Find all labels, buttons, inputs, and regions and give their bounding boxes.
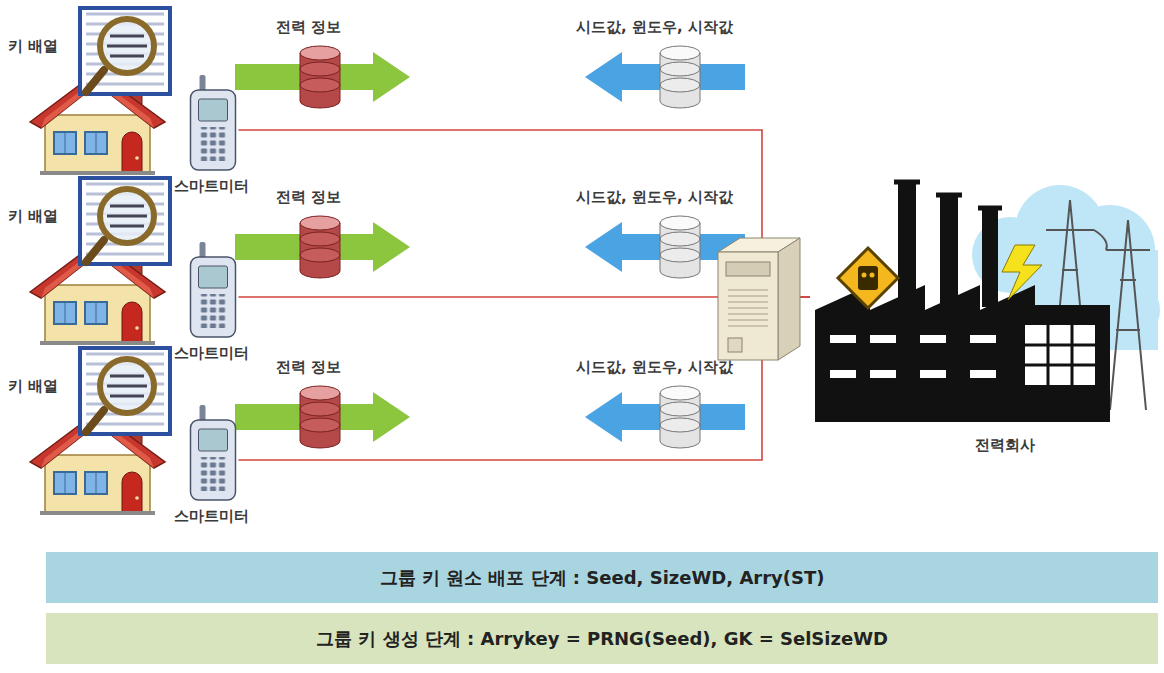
phase-band: 그룹 키 생성 단계 : Arrykey = PRNG(Seed), GK = … (46, 613, 1158, 664)
phase-band: 그룹 키 원소 배포 단계 : Seed, SizeWD, Arry(ST) (46, 552, 1158, 603)
node-label: 스마트미터 (172, 507, 251, 526)
node-label: 전력회사 (973, 436, 1037, 455)
key-array-label: 키 배열 (8, 207, 58, 226)
key-array-label: 키 배열 (8, 37, 58, 56)
key-array-label: 키 배열 (8, 377, 58, 396)
power-info-label: 전력 정보 (276, 188, 341, 207)
smart-meter: 스마트미터 (168, 239, 255, 363)
phase-text: 그룹 키 생성 단계 : Arrykey = PRNG(Seed), GK = … (316, 627, 888, 651)
power-info-label: 전력 정보 (276, 18, 341, 37)
seed-window-start-label: 시드값, 윈도우, 시작값 (576, 18, 733, 37)
power-plant-icon (810, 160, 1160, 455)
node-label: 스마트미터 (172, 177, 251, 196)
seed-window-start-label: 시드값, 윈도우, 시작값 (576, 188, 733, 207)
smart-meter: 스마트미터 (168, 72, 255, 196)
node-label: 스마트미터 (172, 344, 251, 363)
smart-meter: 스마트미터 (168, 402, 255, 526)
power-info-label: 전력 정보 (276, 358, 341, 377)
phase-text: 그룹 키 원소 배포 단계 : Seed, SizeWD, Arry(ST) (380, 566, 825, 590)
power-company: 전력회사 (810, 160, 1160, 455)
seed-window-start-label: 시드값, 윈도우, 시작값 (576, 358, 733, 377)
